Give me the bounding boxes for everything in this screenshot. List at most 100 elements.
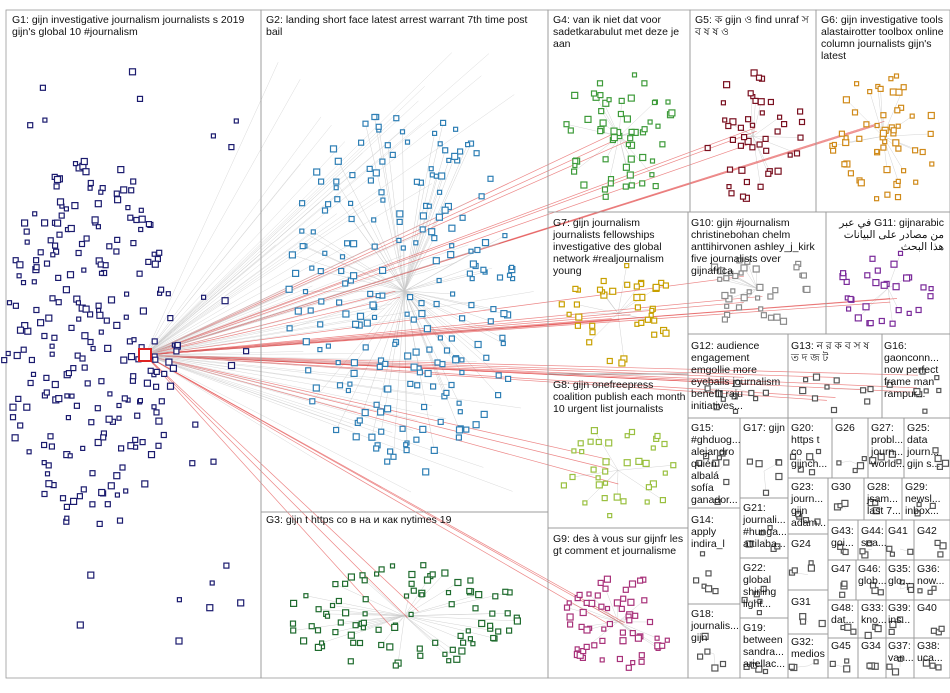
- node-g6: [864, 122, 869, 127]
- node-g1: [193, 422, 198, 427]
- node-g2: [454, 127, 458, 131]
- node-g9: [655, 636, 659, 640]
- node-g2: [458, 149, 463, 154]
- node-g2: [335, 197, 340, 202]
- group-label-g14: G14: apply indira_l: [691, 514, 739, 540]
- node-g8: [602, 496, 607, 501]
- node-g4: [592, 91, 597, 96]
- node-g2: [425, 371, 431, 377]
- edge: [145, 355, 411, 492]
- node-g4: [669, 110, 675, 116]
- node-g2: [500, 335, 505, 340]
- node-g8: [651, 446, 655, 450]
- edge: [405, 584, 412, 616]
- node-g1: [144, 380, 150, 386]
- node-g1: [159, 399, 164, 404]
- node-g2: [362, 410, 368, 416]
- node-g1: [16, 396, 21, 401]
- group-label-g12: G12: audience engagement emgollie more e…: [691, 340, 788, 416]
- node-g5: [724, 82, 730, 88]
- node-g2: [438, 419, 443, 424]
- edge: [888, 288, 893, 323]
- node-g8: [625, 434, 629, 438]
- node-g6: [875, 124, 879, 128]
- node-g1: [68, 272, 74, 278]
- node-g17: [776, 474, 782, 480]
- node-g2: [440, 362, 445, 367]
- node-g2: [420, 213, 426, 219]
- node-g26: [862, 457, 866, 461]
- node-g11: [921, 285, 926, 290]
- node-g8: [663, 471, 667, 475]
- group-label-g24: G24: [791, 538, 829, 552]
- group-label-g15: G15: #ghduog... alejandro quién albalá s…: [691, 422, 739, 510]
- node-g1: [42, 461, 46, 465]
- node-g5: [723, 118, 727, 122]
- node-g2: [414, 437, 419, 442]
- node-g1: [154, 369, 159, 374]
- node-g3: [514, 618, 520, 624]
- node-g1: [115, 237, 120, 242]
- node-g1: [24, 404, 30, 410]
- node-g1: [103, 263, 108, 268]
- node-g1: [57, 232, 62, 237]
- node-g8: [596, 440, 601, 445]
- node-g17: [756, 461, 762, 467]
- node-g1: [138, 399, 142, 403]
- node-g5: [748, 91, 753, 96]
- node-g1: [28, 381, 33, 386]
- node-g1: [29, 358, 34, 363]
- node-g2: [431, 447, 437, 453]
- node-g2: [334, 428, 339, 433]
- node-g7: [598, 287, 603, 292]
- node-g2: [374, 402, 379, 407]
- node-g7: [625, 282, 630, 287]
- node-g13: [825, 385, 829, 389]
- group-label-g37: G37: van...: [888, 640, 916, 668]
- node-g1: [74, 162, 78, 166]
- node-g2: [501, 311, 507, 317]
- node-g1: [131, 374, 136, 379]
- node-g1: [128, 215, 133, 220]
- node-g8: [660, 498, 665, 503]
- node-g2: [456, 435, 461, 440]
- node-g1: [139, 208, 143, 212]
- node-g2: [422, 405, 427, 410]
- node-g3: [467, 589, 472, 594]
- node-g2: [433, 131, 437, 135]
- node-g3: [459, 648, 465, 654]
- node-g7: [635, 305, 640, 310]
- node-g1: [142, 481, 148, 487]
- node-g1: [46, 472, 50, 476]
- node-g11: [896, 308, 901, 313]
- node-g1: [40, 85, 45, 90]
- node-g1: [89, 420, 94, 425]
- node-g2: [404, 448, 409, 453]
- node-g1: [120, 465, 125, 470]
- node-g1: [138, 96, 143, 101]
- node-g1: [46, 315, 52, 321]
- edge: [145, 86, 425, 355]
- edge: [306, 596, 405, 616]
- node-g1: [114, 322, 120, 328]
- node-g3: [326, 614, 330, 618]
- node-g3: [360, 573, 365, 578]
- node-g4: [619, 98, 624, 103]
- node-g11: [865, 273, 870, 278]
- node-g3: [351, 640, 356, 645]
- node-g1: [129, 188, 134, 193]
- node-g4: [666, 100, 670, 104]
- node-g7: [663, 330, 669, 336]
- node-g1: [55, 220, 61, 226]
- node-g3: [363, 612, 367, 616]
- node-g5: [746, 117, 751, 122]
- node-g2: [383, 361, 388, 366]
- node-g5: [730, 137, 735, 142]
- node-g1: [71, 498, 77, 504]
- node-g9: [587, 592, 591, 596]
- node-g2: [314, 169, 320, 175]
- node-g9: [595, 593, 600, 598]
- node-g3: [496, 629, 501, 634]
- node-g1: [129, 354, 135, 360]
